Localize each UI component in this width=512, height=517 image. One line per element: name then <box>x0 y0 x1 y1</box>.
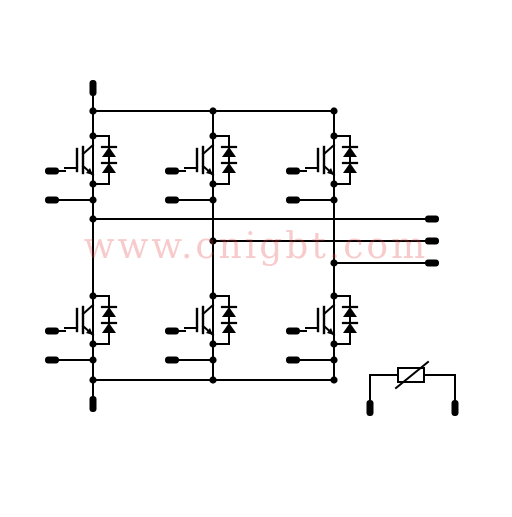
diode-symbol-2 <box>343 323 357 333</box>
emitter-arrow <box>206 168 213 175</box>
junction-dot <box>330 340 338 348</box>
junction-dot <box>330 376 338 384</box>
junction-dot <box>89 132 97 140</box>
lower-igbt-2 <box>184 289 238 351</box>
junction-dot <box>330 292 338 300</box>
emitter-arrow <box>327 168 334 175</box>
diode-symbol-2 <box>343 163 357 173</box>
lower-igbt-1 <box>64 289 118 351</box>
emitter-arrow <box>86 168 93 175</box>
junction-dot <box>89 292 97 300</box>
diode-symbol-1 <box>222 307 236 317</box>
junction-dot <box>330 180 338 188</box>
junction-dot <box>89 340 97 348</box>
junction-dot <box>209 107 217 115</box>
igbt-collector-lead <box>81 303 95 316</box>
upper-igbt-3 <box>305 129 359 191</box>
phase-output-terminal-1 <box>425 215 439 223</box>
ntc-thermistor <box>366 360 459 416</box>
upper-gate-terminal-2 <box>165 167 179 175</box>
upper-igbt-1 <box>64 129 118 191</box>
igbt-collector-lead <box>322 303 336 316</box>
phase-output-terminal-2 <box>425 237 439 245</box>
junction-dot <box>209 340 217 348</box>
diode-symbol-1 <box>343 307 357 317</box>
lower-aux-emitter-terminal-2 <box>165 356 179 364</box>
upper-aux-emitter-terminal-2 <box>165 196 179 204</box>
diode-symbol-2 <box>222 163 236 173</box>
diode-symbol-1 <box>222 147 236 157</box>
upper-aux-emitter-terminal-3 <box>286 196 300 204</box>
dc-plus-terminal <box>89 80 97 96</box>
diode-symbol-1 <box>102 307 116 317</box>
junction-dot <box>209 376 217 384</box>
igbt-collector-lead <box>81 143 95 156</box>
lower-aux-emitter-terminal-3 <box>286 356 300 364</box>
emitter-arrow <box>86 328 93 335</box>
junction-dot <box>89 107 97 115</box>
igbt-collector-lead <box>201 303 215 316</box>
emitter-arrow <box>327 328 334 335</box>
ntc-terminal-2 <box>451 400 459 416</box>
junction-dot <box>330 107 338 115</box>
upper-igbt-2 <box>184 129 238 191</box>
diode-symbol-2 <box>102 323 116 333</box>
lower-aux-emitter-terminal-1 <box>45 356 59 364</box>
junction-dot <box>209 292 217 300</box>
diode-symbol-2 <box>222 323 236 333</box>
junction-dot <box>330 132 338 140</box>
junction-dot <box>89 180 97 188</box>
lower-gate-terminal-3 <box>286 327 300 335</box>
diode-symbol-2 <box>102 163 116 173</box>
lower-gate-terminal-2 <box>165 327 179 335</box>
junction-dot <box>209 132 217 140</box>
junction-dot <box>89 376 97 384</box>
lower-igbt-3 <box>305 289 359 351</box>
igbt-collector-lead <box>322 143 336 156</box>
phase-output-terminal-3 <box>425 259 439 267</box>
diode-symbol-1 <box>343 147 357 157</box>
lower-gate-terminal-1 <box>45 327 59 335</box>
junction-dot <box>209 180 217 188</box>
emitter-arrow <box>206 328 213 335</box>
upper-gate-terminal-3 <box>286 167 300 175</box>
igbt-collector-lead <box>201 143 215 156</box>
ntc-terminal-1 <box>366 400 374 416</box>
upper-aux-emitter-terminal-1 <box>45 196 59 204</box>
diode-symbol-1 <box>102 147 116 157</box>
upper-gate-terminal-1 <box>45 167 59 175</box>
ntc-diagonal <box>394 360 430 390</box>
dc-minus-terminal <box>89 396 97 412</box>
